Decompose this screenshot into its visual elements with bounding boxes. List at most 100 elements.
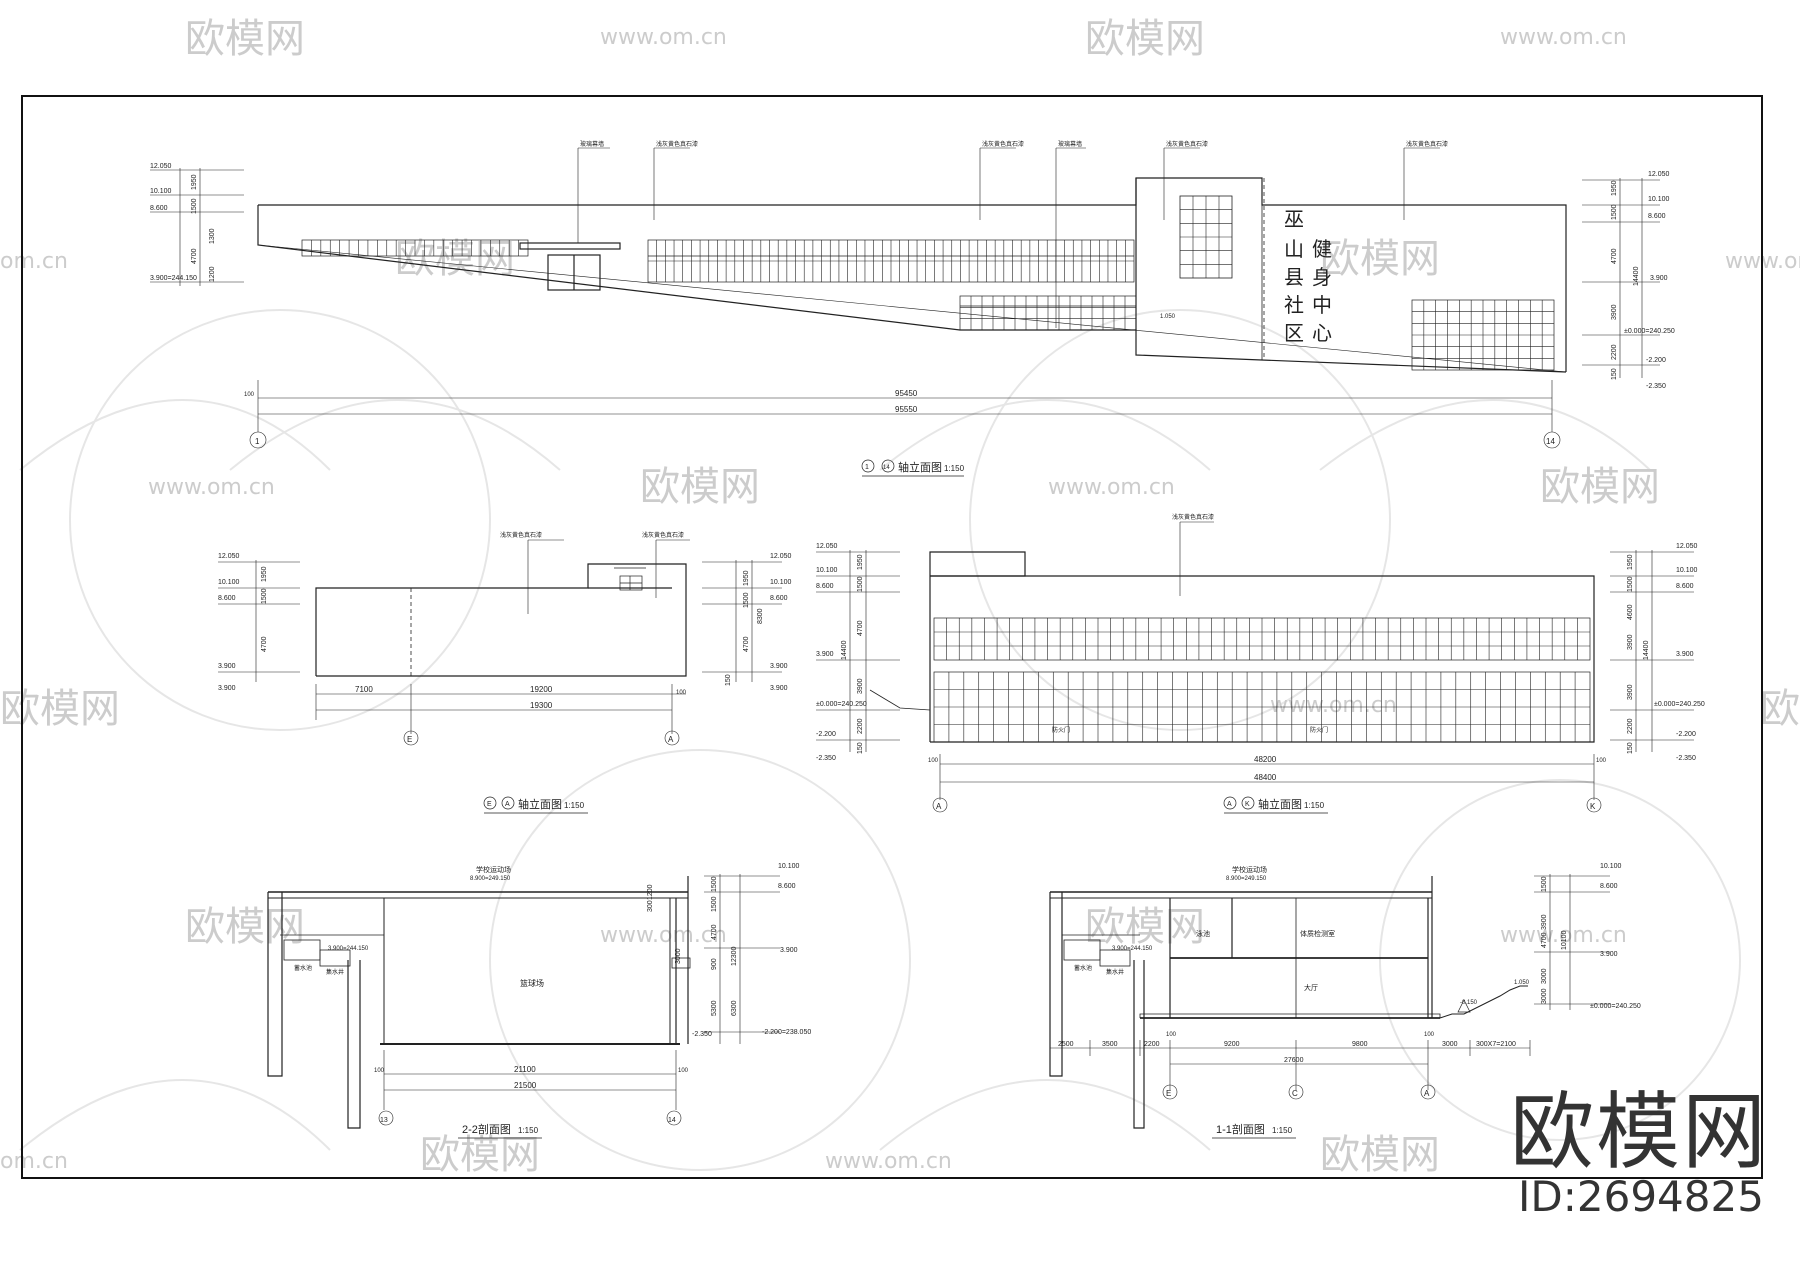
- dim-text: 100: [1424, 1032, 1435, 1038]
- level-text: 8.600: [1676, 583, 1694, 590]
- dim-text: 150: [857, 742, 864, 754]
- view-scale: 1:150: [1272, 1126, 1293, 1135]
- label-text: 学校运动场: [476, 865, 511, 874]
- dim-text: 1500: [1627, 576, 1634, 592]
- level-text: 3.900: [770, 663, 788, 670]
- dim-text: 150: [725, 674, 732, 686]
- dim-text: 7100: [355, 685, 373, 694]
- axis-bubble-label: 1: [255, 437, 260, 446]
- dim-text: 12300: [731, 946, 738, 966]
- watermark-brand: 欧模网: [185, 16, 305, 62]
- watermark-brand: 欧模网: [1540, 464, 1660, 510]
- room-label: 大厅: [1304, 983, 1318, 992]
- section-2-2-dims: 21100 21500 100 100 13 14: [374, 1050, 689, 1126]
- level-text: -2.200: [1676, 731, 1696, 738]
- label-text: 学校运动场: [1232, 865, 1267, 874]
- level-text: -2.350: [816, 755, 836, 762]
- section-2-2-labels: 学校运动场 8.900=249.150 篮球场 3.900=244.150 蓄水…: [294, 863, 811, 1044]
- view-scale: 1:150: [564, 801, 585, 810]
- sign-char: 社: [1284, 294, 1304, 317]
- dim-text: 3500: [1102, 1041, 1118, 1048]
- watermark-url-short: om.cn: [0, 1149, 68, 1174]
- sign-char: 山: [1284, 238, 1304, 261]
- dim-text: 10100: [1561, 930, 1568, 950]
- title-axis-a: 1: [865, 464, 869, 471]
- title-2-2: 2-2剖面图 1:150: [458, 1122, 542, 1139]
- axis-bubble-label: 14: [1546, 437, 1555, 446]
- level-text: 12.050: [1648, 171, 1670, 178]
- view-title: 轴立面图: [518, 797, 562, 811]
- door-label: 防火门: [1310, 726, 1328, 734]
- watermark-brand: 欧模网: [185, 904, 305, 950]
- watermark-id: ID:2694825: [1518, 1172, 1764, 1221]
- dim-text: 4700: [1541, 932, 1548, 948]
- title-axis-a: A: [1227, 801, 1232, 808]
- level-text: 1.050: [1514, 980, 1530, 986]
- callouts-1-14: 玻璃幕墙 浅灰黄色真石漆 浅灰黄色真石漆 玻璃幕墙 浅灰黄色真石漆 浅灰黄色真石…: [577, 140, 1448, 328]
- dim-text: 19200: [530, 685, 553, 694]
- section-1-1-dims: 2500 3500 2200 100 9200 9800 100 3000 30…: [1049, 1032, 1531, 1100]
- view-title: 2-2剖面图: [462, 1122, 511, 1136]
- level-text: 10.100: [150, 188, 172, 195]
- dim-text: 1950: [261, 566, 268, 582]
- title-1-14: 1 14 轴立面图 1:150: [861, 459, 965, 477]
- sign-char: 巫: [1284, 209, 1304, 231]
- axis-bubble-label: K: [1590, 802, 1596, 811]
- section-1-1-labels: 学校运动场 8.900=249.150 泳池 体质检测室 大厅 3.900=24…: [1074, 863, 1641, 1010]
- dim-text: 3000: [675, 948, 682, 964]
- level-text: 12.050: [218, 553, 240, 560]
- dim-text: 2500: [1058, 1041, 1074, 1048]
- dim-text: 3900: [1627, 684, 1634, 700]
- callout-text: 玻璃幕墙: [580, 140, 604, 148]
- level-text: 3.900=244.150: [1112, 946, 1153, 952]
- axis-bubble-label: E: [407, 735, 412, 744]
- room-label: 集水井: [1106, 968, 1124, 976]
- dim-text: 150: [1627, 742, 1634, 754]
- dim-text: 4700: [743, 636, 750, 652]
- dim-text: 4700: [261, 636, 268, 652]
- dim-text: 14400: [1633, 266, 1640, 286]
- watermark-url: www.om.cn: [1500, 923, 1627, 948]
- glazing-grid-3: [934, 618, 1590, 742]
- dim-text: 8300: [757, 608, 764, 624]
- watermark-brand: 欧模网: [640, 464, 760, 510]
- dim-text: 1300: [209, 228, 216, 244]
- dim-text: 3000: [1541, 968, 1548, 984]
- level-text: 10.100: [1648, 196, 1670, 203]
- sheet-frame: [21, 95, 1763, 1179]
- dim-text: 900: [711, 958, 718, 970]
- dim-text: 100: [676, 690, 687, 696]
- room-label: 泳池: [1196, 929, 1210, 938]
- title-axis-b: A: [505, 801, 510, 808]
- level-text: 8.600: [816, 583, 834, 590]
- title-e-a: E A 轴立面图 1:150: [483, 796, 588, 814]
- dim-text: 2200: [1627, 718, 1634, 734]
- dims-1-14: 1.050 95450 95550 100 1 14: [244, 314, 1561, 449]
- level-text: -2.200=238.050: [762, 1029, 811, 1036]
- dim-text: 9800: [1352, 1041, 1368, 1048]
- level-text: ±0.000=240.250: [1654, 701, 1705, 708]
- callouts-a-k: 浅灰黄色真石漆: [1172, 513, 1214, 596]
- view-scale: 1:150: [1304, 801, 1325, 810]
- level-text: -2.350: [692, 1031, 712, 1038]
- dim-text: 2200: [1144, 1041, 1160, 1048]
- level-text: 12.050: [770, 553, 792, 560]
- level-text: 10.100: [778, 863, 800, 870]
- dim-text: 27600: [1284, 1057, 1304, 1064]
- sign-char: 健: [1312, 238, 1332, 261]
- entry-canopy: [519, 242, 621, 250]
- sign-char: 身: [1312, 266, 1332, 289]
- level-text: 3.900: [1676, 651, 1694, 658]
- dim-text: 1500: [743, 592, 750, 608]
- level-text: -0.150: [1460, 1000, 1478, 1006]
- section-2-2: [267, 876, 691, 1129]
- dim-text: 14400: [1643, 640, 1650, 660]
- dim-text: 1950: [191, 174, 198, 190]
- level-text: 3.900: [816, 651, 834, 658]
- level-text: -2.200: [1646, 357, 1666, 364]
- callout-text: 浅灰黄色真石漆: [1406, 140, 1448, 148]
- levels-a-k-left: 12.050 10.100 8.600 3.900 ±0.000=240.250…: [816, 543, 900, 762]
- level-text: -2.350: [1676, 755, 1696, 762]
- dim-text: 3900: [1627, 634, 1634, 650]
